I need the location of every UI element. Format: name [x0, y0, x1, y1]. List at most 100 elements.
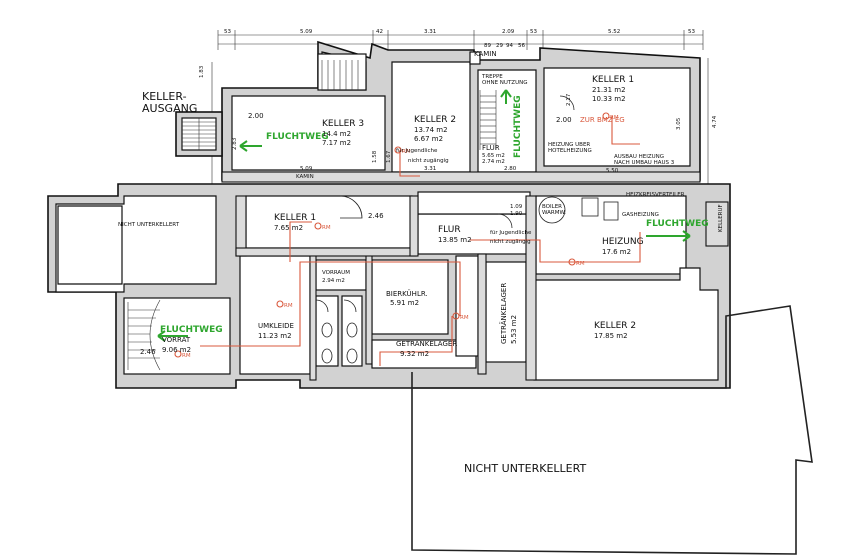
keller2-top-area2: 6.67 m2 [414, 135, 443, 143]
rm-label-3: RM [284, 303, 293, 309]
rm-label-5: RM [576, 261, 585, 267]
dim-sub-2: 29 [496, 43, 503, 49]
heizung-name: HEIZUNG [602, 237, 644, 247]
heizung-note-1: HEIZUNG UBER [548, 142, 590, 148]
vorrat-area: 9.06 m2 [162, 346, 191, 354]
nicht-unterkellert-left: NICHT UNTERKELLERT [118, 222, 180, 228]
spot-value-6: 1.67 [386, 150, 392, 163]
keller3-height: 2.00 [248, 112, 264, 120]
keller2-top-name: KELLER 2 [414, 115, 456, 125]
spot-value-4: 3.31 [424, 166, 436, 172]
boiler-equipment [538, 196, 729, 247]
rm-label-4: RM [460, 315, 469, 321]
bierkuehl-area: 5.91 m2 [390, 299, 419, 307]
jugend-mid-line2: nicht zugängig [490, 239, 531, 245]
spot-value-11: 5.50 [606, 168, 619, 174]
room-labels: KELLER- AUSGANG KELLER 3 14.4 m2 7.17 m2… [118, 50, 724, 475]
dim-7: 5.52 [608, 29, 620, 35]
flur-top-area2: 2.74 m2 [482, 159, 505, 165]
vorrat-name: VORRAT [162, 336, 191, 344]
dim-sub-3: 94 [506, 43, 513, 49]
heizung-area: 17.6 m2 [602, 248, 631, 256]
toilets [321, 322, 358, 364]
keller3-name: KELLER 3 [322, 119, 364, 129]
keller2-top-area1: 13.74 m2 [414, 126, 448, 134]
rm-marker-4 [452, 312, 460, 320]
rm-marker-2 [314, 222, 322, 230]
heizkreis-label: HEIZKREISVERTEILER [626, 192, 685, 198]
doors [315, 95, 575, 313]
dim-1: 53 [224, 29, 231, 35]
keller2-area: 17.85 m2 [594, 332, 628, 340]
keller1-area: 7.65 m2 [274, 224, 303, 232]
rm-label-7: RM [610, 115, 619, 121]
kamin-top-label: KAMIN [474, 50, 497, 58]
keller3-area2: 7.17 m2 [322, 139, 351, 147]
vorraum-name: VORRAUM [322, 270, 350, 276]
dim-sub-1: 89 [484, 43, 491, 49]
jugend-mid-line1: für Jugendliche [490, 230, 532, 236]
fluchtweg-label-vorrat: FLUCHTWEG [160, 325, 223, 335]
keller1-top-height: 2.00 [556, 116, 572, 124]
top-dimension-chain: 53 5.09 42 3.31 2.09 53 5.52 53 89 29 94… [199, 29, 718, 185]
spot-value-1: 1.09 [510, 204, 523, 210]
dim-6: 53 [530, 29, 537, 35]
nicht-unterkellert-bottom: NICHT UNTERKELLERT [464, 462, 586, 475]
nicht-unterkellert-area [411, 305, 813, 555]
spot-value-2: 1.90 [510, 211, 523, 217]
upper-building [221, 40, 701, 183]
flur-name: FLUR [438, 225, 461, 235]
keller3-area1: 14.4 m2 [322, 130, 351, 138]
dim-right-1: 1.83 [199, 65, 205, 78]
rm-marker-5 [568, 258, 576, 266]
dim-5: 2.09 [502, 29, 515, 35]
getraenkelager-v-area: 5.53 m2 [510, 315, 518, 344]
vorrat-stair [127, 299, 161, 371]
fluchtweg-label-treppe: FLUCHTWEG [513, 95, 523, 158]
keller1-top-area2: 10.33 m2 [592, 95, 626, 103]
zur-bmz-label: ZUR BMZ EG [580, 116, 625, 124]
umkleide-area: 11.23 m2 [258, 332, 292, 340]
spot-values: 1.09 1.90 2.80 3.31 2.83 1.67 1.58 5.09 … [232, 93, 682, 217]
bierkuehl-name: BIERKÜHLR. [386, 289, 428, 298]
getraenkelager-area: 9.32 m2 [400, 350, 429, 358]
keller-ausgang-line2: AUSGANG [142, 102, 197, 115]
rm-label-2: RM [322, 225, 331, 231]
rm-label-6: RM [182, 353, 191, 359]
dim-8: 53 [688, 29, 695, 35]
kelleruf-label: KELLERUF [718, 204, 724, 232]
treppe-line2: OHNE NUTZUNG [482, 80, 527, 86]
keller-ausgang-stairs [175, 111, 223, 157]
jugend-top-line1: für Jugendliche [396, 148, 438, 154]
vorraum-area: 2.94 m2 [322, 278, 345, 284]
keller1-height: 2.46 [368, 212, 384, 220]
fluchtweg-routes: FLUCHTWEG FLUCHTWEG FLUCHTWEG FLUCHTWEG [157, 89, 709, 342]
heizung-note-4: NACH UMBAU HAUS 3 [614, 160, 675, 166]
spot-value-9: 2.17 [566, 93, 572, 106]
rm-label-1: RM [402, 149, 411, 155]
rm-markers: RM RM RM RM RM RM RM [174, 112, 619, 359]
red-route-lines [200, 116, 641, 366]
dim-4: 3.31 [424, 29, 436, 35]
spot-value-10: 3.05 [676, 117, 682, 130]
rm-marker-1 [394, 146, 402, 154]
flur-area: 13.85 m2 [438, 236, 472, 244]
rm-marker-3 [276, 300, 284, 308]
dim-2: 5.09 [300, 29, 313, 35]
rm-marker-7 [602, 112, 610, 120]
umkleide-name: UMKLEIDE [258, 322, 294, 330]
treppe-stairs [479, 90, 497, 150]
vorrat-height: 2.46 [140, 348, 156, 356]
keller-ausgang-line1: KELLER- [142, 90, 187, 103]
dim-sub-4: 56 [518, 43, 525, 49]
gasheizung-label: GASHEIZUNG [622, 212, 659, 218]
rm-marker-6 [174, 350, 182, 358]
keller2-name: KELLER 2 [594, 321, 636, 331]
spot-value-8: 5.09 [300, 166, 313, 172]
dim-right-2: 4.74 [712, 115, 718, 128]
fluchtweg-label-keller3: FLUCHTWEG [266, 132, 329, 142]
heizung-note-3: AUSBAU HEIZUNG [614, 154, 664, 160]
getraenkelager-v-name: GETRÄNKELAGER [499, 283, 508, 344]
jugend-top-line2: nicht zugängig [408, 158, 449, 164]
treppe-line1: TREPPE [481, 74, 503, 80]
